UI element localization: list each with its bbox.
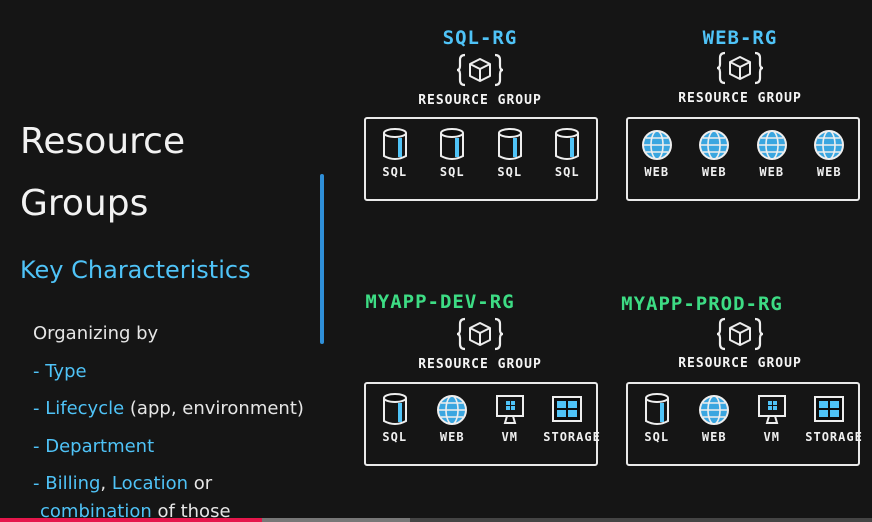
database-icon — [380, 127, 410, 163]
globe-icon — [812, 127, 846, 163]
rg-label-web: RESOURCE GROUP — [678, 91, 802, 106]
storage-icon — [550, 392, 584, 428]
bullet-lifecycle: - Lifecycle (app, environment) — [33, 398, 304, 419]
resource-label: WEB — [816, 165, 842, 179]
resource-item[interactable]: STORAGE — [805, 392, 863, 444]
resource-item[interactable]: WEB — [690, 127, 738, 179]
resource-group-cube-icon — [716, 316, 764, 352]
resource-label: SQL — [439, 165, 465, 179]
resource-item[interactable]: SQL — [486, 127, 534, 179]
rg-box-sql[interactable]: SQL SQL SQL SQL — [364, 117, 598, 201]
globe-icon — [697, 127, 731, 163]
resource-group-cube-icon — [456, 52, 504, 88]
bullet-department: - Department — [33, 436, 155, 457]
database-icon — [380, 392, 410, 428]
resource-item[interactable]: STORAGE — [543, 392, 601, 444]
resource-label: STORAGE — [543, 430, 601, 444]
resource-label: SQL — [554, 165, 580, 179]
subtitle: Key Characteristics — [20, 256, 251, 284]
resource-label: WEB — [701, 430, 727, 444]
organizing-label: Organizing by — [33, 323, 159, 344]
resource-label: WEB — [439, 430, 465, 444]
bullet-combination: combination of those — [40, 501, 231, 522]
resource-item[interactable]: VM — [486, 392, 534, 444]
resource-item[interactable]: WEB — [690, 392, 738, 444]
globe-icon — [755, 127, 789, 163]
resource-group-cube-icon — [456, 316, 504, 352]
rg-label-dev: RESOURCE GROUP — [418, 357, 542, 372]
resource-label: WEB — [701, 165, 727, 179]
resource-label: SQL — [382, 430, 408, 444]
resource-group-cube-icon — [716, 50, 764, 86]
video-progress-track[interactable] — [0, 518, 872, 522]
page-title-line1: Resource — [20, 121, 186, 162]
bullet-type: - Type — [33, 361, 87, 382]
rg-box-web[interactable]: WEB WEB WEB WEB — [626, 117, 860, 201]
rg-name-dev: MYAPP-DEV-RG — [365, 291, 515, 313]
globe-icon — [640, 127, 674, 163]
globe-icon — [697, 392, 731, 428]
resource-item[interactable]: SQL — [371, 392, 419, 444]
rg-label-prod: RESOURCE GROUP — [678, 356, 802, 371]
vm-icon — [493, 392, 527, 428]
video-progress-buffer — [260, 518, 410, 522]
page-title-line2: Groups — [20, 183, 149, 224]
resource-label: WEB — [644, 165, 670, 179]
vertical-divider — [320, 174, 324, 344]
rg-box-prod[interactable]: SQL WEB VM STORAGE — [626, 382, 863, 466]
database-icon — [495, 127, 525, 163]
resource-item[interactable]: WEB — [633, 127, 681, 179]
rg-label-sql: RESOURCE GROUP — [418, 93, 542, 108]
database-icon — [552, 127, 582, 163]
resource-label: SQL — [644, 430, 670, 444]
resource-label: SQL — [382, 165, 408, 179]
bullet-billing-location: - Billing, Location or — [33, 473, 213, 494]
resource-item[interactable]: SQL — [371, 127, 419, 179]
resource-label: VM — [501, 430, 518, 444]
resource-label: SQL — [497, 165, 523, 179]
vm-icon — [755, 392, 789, 428]
resource-label: VM — [763, 430, 780, 444]
globe-icon — [435, 392, 469, 428]
rg-name-web: WEB-RG — [702, 27, 778, 49]
resource-item[interactable]: WEB — [748, 127, 796, 179]
rg-box-dev[interactable]: SQL WEB VM STORAGE — [364, 382, 601, 466]
rg-name-sql: SQL-RG — [442, 27, 518, 49]
resource-item[interactable]: VM — [748, 392, 796, 444]
resource-item[interactable]: SQL — [633, 392, 681, 444]
resource-label: STORAGE — [805, 430, 863, 444]
resource-item[interactable]: SQL — [543, 127, 591, 179]
resource-item[interactable]: WEB — [428, 392, 476, 444]
resource-item[interactable]: SQL — [428, 127, 476, 179]
video-progress-played — [0, 518, 262, 522]
database-icon — [437, 127, 467, 163]
database-icon — [642, 392, 672, 428]
rg-name-prod: MYAPP-PROD-RG — [621, 293, 783, 315]
storage-icon — [812, 392, 846, 428]
resource-item[interactable]: WEB — [805, 127, 853, 179]
resource-label: WEB — [759, 165, 785, 179]
